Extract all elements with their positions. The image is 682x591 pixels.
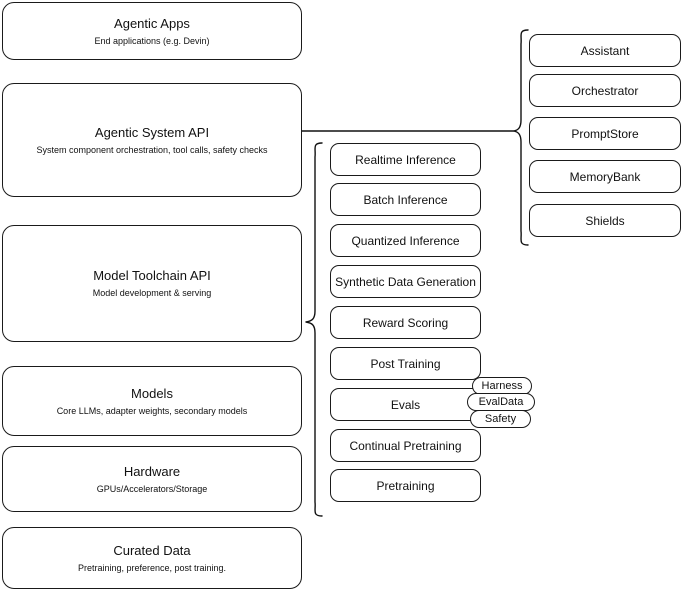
layer-title: Agentic System API [94, 124, 210, 140]
layer-title: Agentic Apps [114, 15, 190, 31]
layer-subtitle: GPUs/Accelerators/Storage [96, 483, 208, 494]
capability-realtime-inference[interactable]: Realtime Inference [330, 143, 481, 176]
component-promptstore[interactable]: PromptStore [529, 117, 681, 150]
layer-title: Hardware [123, 463, 181, 479]
eval-tag-evaldata[interactable]: EvalData [467, 393, 535, 411]
component-orchestrator[interactable]: Orchestrator [529, 74, 681, 107]
eval-tag-safety[interactable]: Safety [470, 410, 531, 428]
system-components-brace [513, 29, 529, 246]
layer-agentic-system-api[interactable]: Agentic System API System component orch… [2, 83, 302, 197]
layer-subtitle: Pretraining, preference, post training. [77, 562, 227, 573]
layer-subtitle: System component orchestration, tool cal… [36, 144, 268, 155]
component-memorybank[interactable]: MemoryBank [529, 160, 681, 193]
layer-hardware[interactable]: Hardware GPUs/Accelerators/Storage [2, 446, 302, 512]
layer-title: Model Toolchain API [93, 268, 211, 283]
capability-synthetic-data-generation[interactable]: Synthetic Data Generation [330, 265, 481, 298]
capability-continual-pretraining[interactable]: Continual Pretraining [330, 429, 481, 462]
layer-subtitle: Model development & serving [92, 288, 212, 298]
component-shields[interactable]: Shields [529, 204, 681, 237]
layer-subtitle: End applications (e.g. Devin) [94, 35, 210, 46]
capability-batch-inference[interactable]: Batch Inference [330, 183, 481, 216]
layer-agentic-apps[interactable]: Agentic Apps End applications (e.g. Devi… [2, 2, 302, 60]
layer-title: Models [131, 385, 173, 401]
capability-pretraining[interactable]: Pretraining [330, 469, 481, 502]
toolchain-capabilities-brace [305, 142, 323, 517]
capability-reward-scoring[interactable]: Reward Scoring [330, 306, 481, 339]
layer-curated-data[interactable]: Curated Data Pretraining, preference, po… [2, 527, 302, 589]
layer-title: Curated Data [113, 542, 191, 558]
capability-evals[interactable]: Evals [330, 388, 481, 421]
component-assistant[interactable]: Assistant [529, 34, 681, 67]
capability-quantized-inference[interactable]: Quantized Inference [330, 224, 481, 257]
layer-models[interactable]: Models Core LLMs, adapter weights, secon… [2, 366, 302, 436]
layer-model-toolchain-api[interactable]: Model Toolchain API Model development & … [2, 225, 302, 342]
capability-post-training[interactable]: Post Training [330, 347, 481, 380]
layer-subtitle: Core LLMs, adapter weights, secondary mo… [56, 405, 248, 416]
